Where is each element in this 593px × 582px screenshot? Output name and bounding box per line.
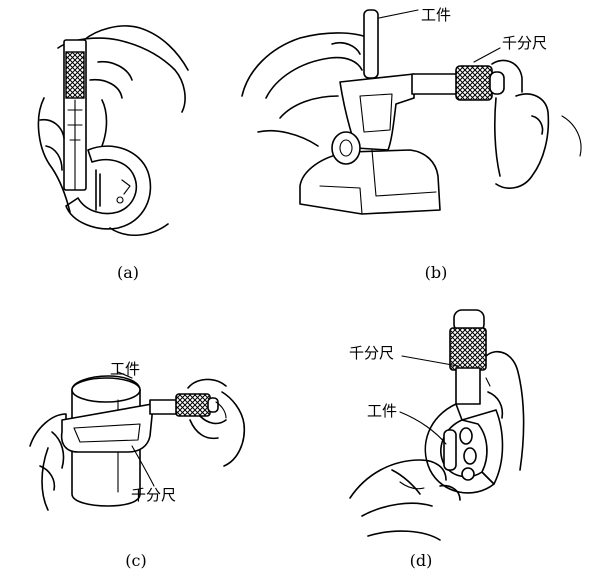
leader-micrometer-d — [401, 355, 459, 367]
knurled-thimble-c — [175, 393, 211, 417]
leader-workpiece-b — [378, 9, 419, 19]
leader-workpiece-c — [117, 371, 133, 379]
caption-b: (b) — [425, 263, 448, 282]
leader-micrometer-b — [473, 47, 501, 63]
workpiece-b — [363, 9, 379, 79]
panel-c-illustration — [29, 371, 246, 511]
micrometer-sleeve-b — [411, 73, 459, 95]
micrometer-frame-a — [65, 145, 152, 230]
knurled-thimble-d — [449, 327, 487, 371]
caption-a: (a) — [117, 263, 139, 282]
stand-knob-b — [331, 131, 361, 165]
label-workpiece-c: 工件 — [110, 360, 140, 378]
panel-a-illustration — [37, 25, 189, 237]
label-workpiece-b: 工件 — [421, 6, 451, 24]
panel-b-illustration — [241, 9, 582, 215]
knurled-thimble-a — [65, 51, 85, 99]
label-micrometer-b: 千分尺 — [502, 34, 547, 52]
caption-c: (c) — [125, 551, 146, 570]
knurled-thimble-b — [455, 65, 493, 101]
micrometer-sleeve-c — [149, 399, 179, 415]
caption-d: (d) — [410, 551, 433, 570]
leader-micrometer-c — [131, 445, 155, 487]
micrometer-stand-b — [299, 149, 441, 215]
panel-d-illustration — [349, 309, 525, 541]
label-micrometer-d: 千分尺 — [349, 344, 394, 362]
label-micrometer-c: 千分尺 — [131, 486, 176, 504]
label-workpiece-d: 工件 — [367, 402, 397, 420]
leader-workpiece-d — [399, 411, 447, 445]
micrometer-sleeve-d — [455, 367, 481, 405]
workpiece-d — [443, 429, 457, 471]
